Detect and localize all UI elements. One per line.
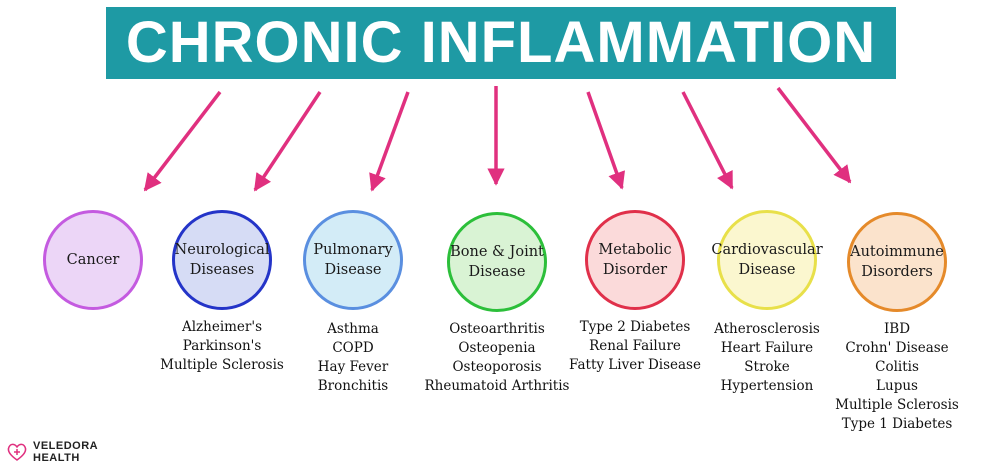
condition-item: Osteoporosis <box>452 359 542 375</box>
condition-item: Lupus <box>876 378 918 394</box>
category-label: Metabolic Disorder <box>598 242 672 278</box>
heart-cross-icon <box>7 443 27 461</box>
condition-item: Colitis <box>875 359 919 375</box>
condition-item: Asthma <box>327 321 379 337</box>
condition-item: Hay Fever <box>317 359 389 375</box>
arrow-2 <box>253 91 322 192</box>
condition-item: COPD <box>332 340 374 356</box>
category-circle: Autoimmune Disorders <box>847 212 947 312</box>
category-circle: Cardiovascular Disease <box>711 210 823 310</box>
condition-item: Osteoarthritis <box>449 321 545 337</box>
category-label: Cardiovascular Disease <box>711 242 823 278</box>
condition-item: Stroke <box>744 359 790 375</box>
arrow-5 <box>586 91 625 190</box>
category-circle: Metabolic Disorder <box>585 210 685 310</box>
condition-item: Hypertension <box>720 378 814 394</box>
condition-item: Type 1 Diabetes <box>841 416 953 432</box>
arrow-1 <box>143 90 222 192</box>
category-circle: Cancer <box>43 210 143 310</box>
category-label: Bone & Joint Disease <box>450 244 544 280</box>
category-circle: Pulmonary Disease <box>303 210 403 310</box>
category-circle: Bone & Joint Disease <box>447 212 547 312</box>
condition-item: IBD <box>883 321 911 337</box>
condition-item: Crohn' Disease <box>845 340 949 356</box>
condition-item: Rheumatoid Arthritis <box>424 378 570 394</box>
category-label: Cancer <box>66 252 120 268</box>
condition-item: Osteopenia <box>458 340 536 356</box>
condition-item: Fatty Liver Disease <box>569 357 701 373</box>
condition-item: Parkinson's <box>182 338 262 354</box>
arrow-7 <box>776 86 852 184</box>
title: CHRONIC INFLAMMATION <box>125 10 877 75</box>
category-circle: Neurological Diseases <box>172 210 272 310</box>
condition-item: Type 2 Diabetes <box>579 319 691 335</box>
condition-item: Heart Failure <box>720 340 814 356</box>
category-label: Autoimmune Disorders <box>850 244 944 280</box>
condition-item: Alzheimer's <box>181 319 263 335</box>
condition-item: Renal Failure <box>589 338 681 354</box>
condition-item: Multiple Sclerosis <box>160 357 284 373</box>
logo-text: VELEDORA HEALTH <box>33 440 99 464</box>
title-banner: CHRONIC INFLAMMATION <box>106 7 896 79</box>
condition-item: Multiple Sclerosis <box>835 397 959 413</box>
condition-item: Atherosclerosis <box>714 321 820 337</box>
arrow-6 <box>681 91 734 190</box>
company-logo: VELEDORA HEALTH <box>6 440 98 464</box>
condition-item: Bronchitis <box>317 378 389 394</box>
arrow-3 <box>369 91 410 192</box>
category-label: Neurological Diseases <box>174 242 270 278</box>
category-label: Pulmonary Disease <box>313 242 393 278</box>
